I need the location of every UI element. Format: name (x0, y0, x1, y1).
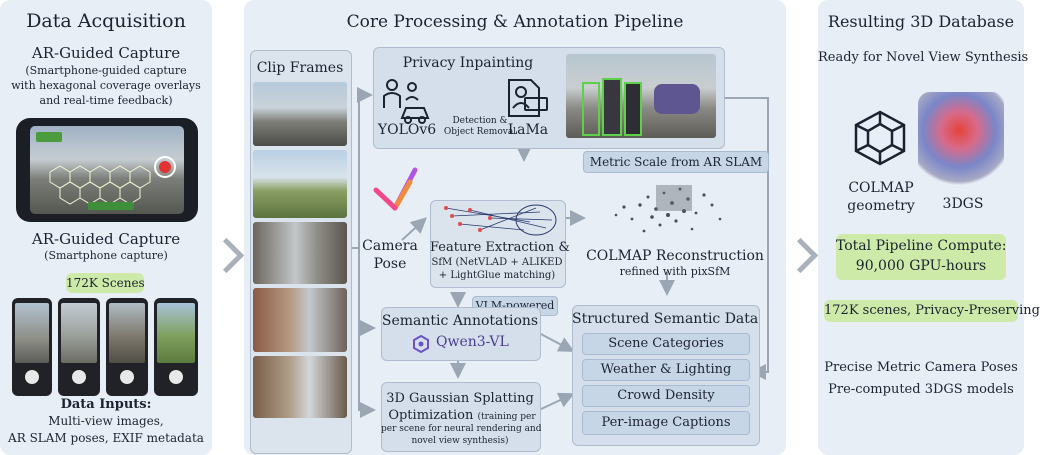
feature-title: Feature Extraction & (430, 240, 570, 255)
detection-label-2: Object Removal (443, 127, 517, 137)
struct-item-scene-categories: Scene Categories (582, 333, 750, 355)
camera-pose-icon (373, 167, 418, 211)
3dgs-visualization (918, 92, 1004, 188)
qwen-label: Qwen3-VL (436, 334, 509, 350)
privacy-scenes-badge: 172K scenes, Privacy-Preserving (824, 300, 1040, 322)
smartphone-illustration (16, 118, 198, 222)
struct-item-per-image-captions: Per-image Captions (582, 411, 750, 435)
people-car-icon (383, 79, 430, 124)
capture2-title: AR-Guided Capture (31, 230, 181, 248)
gs-line-4: per scene for neural rendering and (381, 424, 542, 434)
pipeline-connectors (349, 87, 769, 418)
colmap-title: COLMAP Reconstruction (586, 248, 764, 264)
camera-label: Camera (362, 238, 418, 254)
pose-label: Pose (373, 256, 407, 272)
phone-screen (30, 126, 184, 214)
struct-item-weather-lighting: Weather & Lighting (582, 359, 750, 381)
total-compute-badge: Total Pipeline Compute: 90,000 GPU-hours (836, 234, 1006, 280)
qwen-logo-icon (413, 334, 429, 354)
clip-frame-1 (253, 82, 347, 146)
clip-frame-2 (253, 150, 347, 218)
feature-line-3: + LightGlue matching) (438, 270, 556, 281)
colmap-geometry-label-2: geometry (847, 198, 915, 214)
clip-frames-title: Clip Frames (256, 60, 344, 76)
3dgs-label: 3DGS (942, 196, 984, 212)
clip-frame-5 (253, 356, 347, 418)
right-title: Resulting 3D Database (827, 12, 1015, 31)
phone-thumb-1 (12, 298, 52, 396)
resulting-database-panel (818, 0, 1024, 455)
metric-poses-text: Precise Metric Camera Poses (824, 360, 1018, 375)
metric-scale-label: Metric Scale from AR SLAM (583, 151, 769, 173)
feature-matching-graph (444, 204, 557, 236)
lama-document-icon (508, 79, 548, 117)
inpainted-street-image (566, 54, 716, 138)
semantic-annotations-box (381, 307, 541, 361)
right-subtitle: Ready for Novel View Synthesis (818, 50, 1029, 65)
scenes-badge: 172K Scenes (66, 273, 145, 293)
struct-title: Structured Semantic Data (572, 311, 759, 327)
hexagon-overlay (36, 132, 151, 210)
left-title: Data Acquisition (26, 10, 186, 32)
capture-desc-1: (Smartphone-guided capture (25, 64, 187, 77)
capture2-subtitle: (Smartphone capture) (44, 249, 168, 262)
capture-title: AR-Guided Capture (31, 44, 181, 62)
lama-label: LaMa (507, 122, 549, 138)
feature-line-2: SfM (NetVLAD + ALIKED (431, 257, 563, 268)
colmap-geometry-label-1: COLMAP (848, 180, 914, 196)
inputs-line-1: Multi-view images, (48, 414, 164, 428)
phone-thumb-4 (154, 298, 198, 396)
chevron-right-icon-1 (208, 237, 245, 274)
inputs-line-2: AR SLAM poses, EXIF metadata (8, 431, 204, 445)
chevron-right-icon-2 (782, 237, 819, 274)
precomputed-models-text: Pre-computed 3DGS models (828, 382, 1014, 397)
gs-line-5: novel view synthesis) (411, 436, 509, 446)
semantic-title: Semantic Annotations (381, 313, 539, 329)
colmap-cube-icon (854, 110, 906, 166)
gaussian-splatting-box (381, 382, 541, 452)
detection-label-1: Detection & (452, 116, 508, 126)
privacy-title: Privacy Inpainting (402, 55, 534, 71)
gs-title: 3D Gaussian Splatting (386, 391, 534, 406)
phone-thumb-2 (58, 298, 100, 396)
clip-frame-3 (253, 222, 347, 284)
inputs-title: Data Inputs: (60, 397, 152, 412)
gs-line-2: Optimization (training per (388, 408, 536, 423)
clip-frame-4 (253, 288, 347, 352)
colmap-subtitle: refined with pixSfM (619, 265, 731, 278)
yolo-label: YOLOv6 (377, 122, 437, 138)
point-cloud-reconstruction (614, 185, 722, 233)
record-button[interactable] (154, 156, 176, 178)
phone-thumb-3 (106, 298, 148, 396)
middle-title: Core Processing & Annotation Pipeline (346, 12, 684, 32)
struct-item-crowd-density: Crowd Density (582, 385, 750, 407)
capture-desc-3: and real-time feedback) (39, 94, 173, 107)
capture-desc-2: with hexagonal coverage overlays (11, 79, 201, 92)
